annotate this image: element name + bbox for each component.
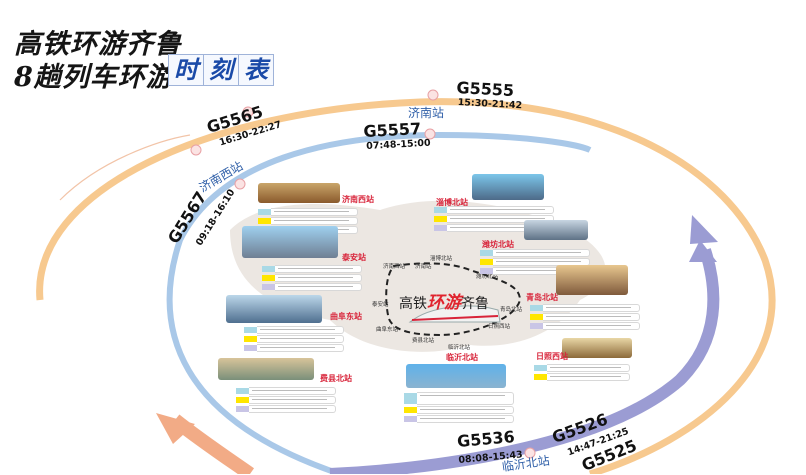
inner-arrow-body [329, 248, 720, 474]
title-line-1: 高铁环游齐鲁 [14, 29, 182, 60]
station-card [404, 391, 514, 424]
station-photo [242, 226, 338, 258]
station-name: 日照西站 [536, 352, 568, 361]
station-dot [242, 106, 254, 118]
map-station-label: 济南西站 [383, 264, 406, 270]
station-name: 费县北站 [320, 374, 352, 383]
station-name: 青岛北站 [526, 293, 558, 302]
route-loop [385, 262, 522, 337]
station-card [534, 363, 630, 382]
station-photo [258, 183, 340, 203]
map-station-label: 泰安站 [372, 302, 389, 308]
station-dot [524, 447, 536, 459]
station-dot [424, 128, 436, 140]
train-illustration [408, 305, 501, 323]
station-photo [524, 220, 588, 240]
station-card [530, 303, 640, 331]
map-station-label: 青岛北站 [500, 307, 523, 313]
station-photo [218, 358, 314, 380]
inner-ring [166, 131, 592, 474]
map-station-label: 曲阜东站 [376, 327, 399, 333]
station-dot [234, 178, 246, 190]
outer-ring [36, 98, 776, 474]
inner-arrow-head [690, 215, 718, 244]
station-name: 淄博北站 [436, 198, 468, 207]
ring-station-label: 济南站 [408, 106, 445, 120]
map-station-label: 淄博北站 [430, 256, 453, 262]
station-card [236, 386, 336, 414]
station-card [244, 325, 344, 353]
station-name: 泰安站 [342, 253, 366, 262]
station-photo [562, 338, 632, 358]
map-center-title: 高铁环游齐鲁 [399, 293, 489, 313]
station-card [480, 248, 590, 276]
station-name: 济南西站 [342, 195, 374, 204]
timetable-char: 刻 [203, 54, 239, 86]
station-photo [406, 364, 506, 388]
timetable-char: 表 [238, 54, 274, 86]
outer-arrow-head [156, 413, 195, 444]
station-name: 临沂北站 [446, 353, 478, 362]
station-photo [226, 295, 322, 323]
station-photo [472, 174, 544, 200]
timetable-char: 时 [168, 54, 204, 86]
map-station-label: 费县北站 [412, 338, 435, 344]
title-line-2: 8趟列车环游 [14, 62, 174, 93]
station-dot [427, 89, 439, 101]
station-name: 曲阜东站 [330, 312, 362, 321]
map-station-label: 济南站 [415, 264, 432, 270]
station-photo [556, 265, 628, 295]
timetable-heading: 时 刻 表 [168, 54, 274, 86]
station-dot [190, 144, 202, 156]
map-station-label: 日照西站 [488, 324, 511, 330]
map-station-label: 潍坊北站 [476, 274, 499, 280]
station-name: 潍坊北站 [482, 240, 514, 249]
station-card [434, 205, 554, 233]
station-card [262, 264, 362, 292]
outer-ring-faint [59, 134, 191, 201]
map-station-label: 临沂北站 [448, 345, 471, 351]
